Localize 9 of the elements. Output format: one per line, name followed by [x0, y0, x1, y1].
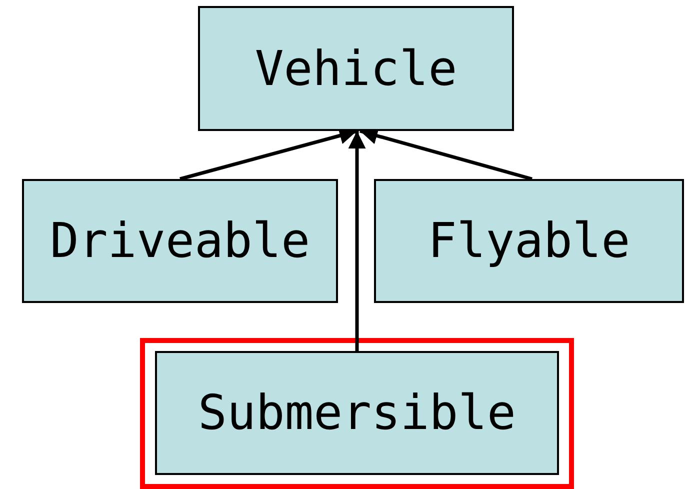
class-box — [155, 351, 559, 475]
class-name: Submersible — [198, 389, 516, 437]
class-name: Flyable — [428, 217, 630, 265]
class-box — [198, 6, 514, 131]
class-box — [374, 179, 684, 303]
class-box — [22, 179, 338, 303]
arrow — [348, 131, 366, 351]
class-name: Vehicle — [254, 44, 458, 92]
class-name: Driveable — [50, 217, 310, 265]
